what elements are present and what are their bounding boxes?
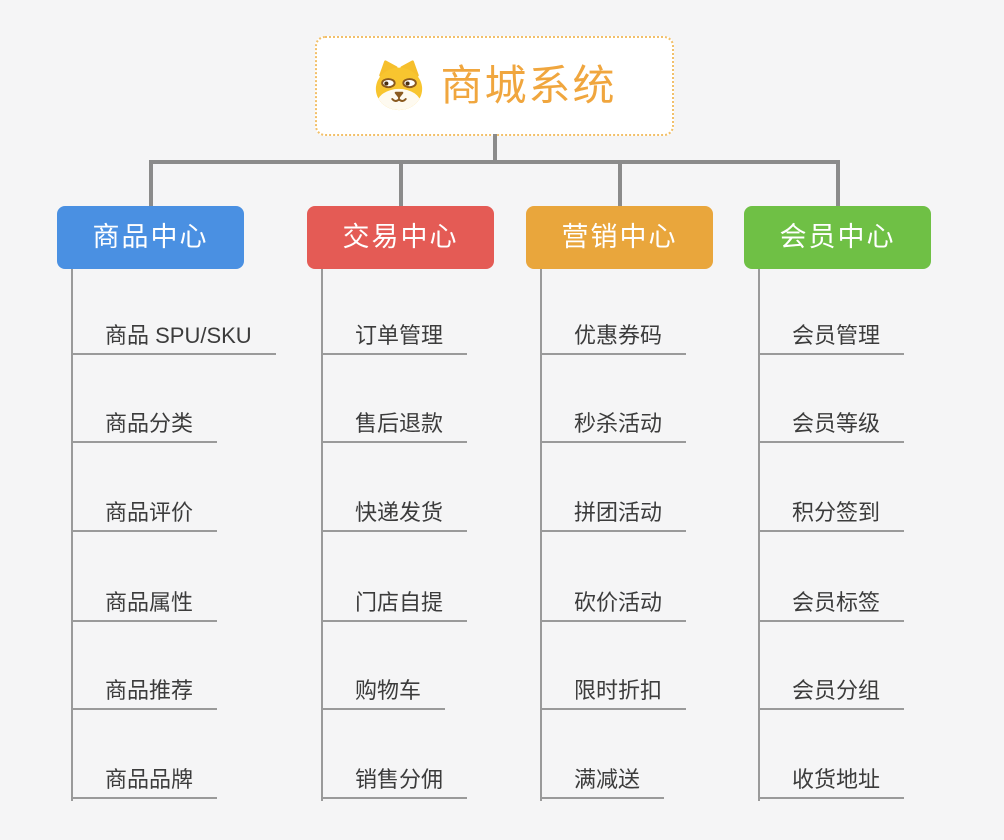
leaf-label: 快递发货 [355, 499, 444, 525]
leaf-label: 满减送 [574, 766, 641, 792]
branch-node[interactable]: 商品中心 [57, 206, 244, 269]
leaf-label: 限时折扣 [574, 677, 663, 703]
leaf-node[interactable]: 商品分类 [71, 401, 218, 443]
connector-branch-drop [617, 160, 622, 206]
leaf-node[interactable]: 会员等级 [758, 401, 905, 443]
connector-branch-spine [758, 269, 760, 801]
branch-node[interactable]: 营销中心 [526, 206, 713, 269]
leaf-label: 会员标签 [792, 589, 881, 615]
leaf-label: 售后退款 [355, 410, 444, 436]
leaf-node[interactable]: 售后退款 [321, 401, 468, 443]
leaf-label: 销售分佣 [355, 766, 444, 792]
leaf-node[interactable]: 满减送 [540, 757, 665, 799]
connector-horizontal-bus [150, 160, 839, 164]
leaf-label: 优惠券码 [574, 322, 663, 348]
leaf-node[interactable]: 商品 SPU/SKU [71, 313, 276, 355]
branch-node[interactable]: 会员中心 [744, 206, 931, 269]
leaf-label: 收货地址 [792, 766, 881, 792]
leaf-node[interactable]: 拼团活动 [540, 490, 687, 532]
branch-label: 营销中心 [561, 222, 678, 252]
branch-label: 会员中心 [779, 222, 896, 252]
connector-branch-drop [148, 160, 153, 206]
leaf-label: 秒杀活动 [574, 410, 663, 436]
leaf-node[interactable]: 订单管理 [321, 313, 468, 355]
leaf-label: 商品属性 [105, 589, 194, 615]
leaf-node[interactable]: 砍价活动 [540, 580, 687, 622]
connector-root-drop [493, 134, 497, 164]
leaf-node[interactable]: 快递发货 [321, 490, 468, 532]
leaf-node[interactable]: 会员管理 [758, 313, 905, 355]
branch-label: 交易中心 [342, 222, 459, 252]
root-node[interactable]: 商城系统 [315, 36, 674, 136]
branch-label: 商品中心 [92, 222, 209, 252]
leaf-label: 商品分类 [105, 410, 194, 436]
leaf-label: 商品品牌 [105, 766, 194, 792]
leaf-label: 会员分组 [792, 677, 881, 703]
leaf-node[interactable]: 商品评价 [71, 490, 218, 532]
leaf-label: 商品推荐 [105, 677, 194, 703]
leaf-node[interactable]: 商品属性 [71, 580, 218, 622]
leaf-node[interactable]: 销售分佣 [321, 757, 468, 799]
root-title: 商城系统 [440, 62, 617, 109]
leaf-label: 门店自提 [355, 589, 444, 615]
leaf-node[interactable]: 门店自提 [321, 580, 468, 622]
connector-branch-drop [398, 160, 403, 206]
leaf-label: 订单管理 [355, 322, 444, 348]
connector-branch-spine [321, 269, 323, 801]
leaf-node[interactable]: 积分签到 [758, 490, 905, 532]
leaf-label: 商品评价 [105, 499, 194, 525]
connector-branch-drop [835, 160, 840, 206]
branch-node[interactable]: 交易中心 [307, 206, 494, 269]
connector-branch-spine [71, 269, 73, 801]
leaf-node[interactable]: 购物车 [321, 668, 446, 710]
leaf-node[interactable]: 秒杀活动 [540, 401, 687, 443]
connector-branch-spine [540, 269, 542, 801]
dog-face-icon [372, 59, 426, 113]
leaf-node[interactable]: 收货地址 [758, 757, 905, 799]
leaf-node[interactable]: 商品推荐 [71, 668, 218, 710]
leaf-label: 会员管理 [792, 322, 881, 348]
leaf-node[interactable]: 会员标签 [758, 580, 905, 622]
leaf-label: 商品 SPU/SKU [105, 322, 252, 348]
leaf-node[interactable]: 会员分组 [758, 668, 905, 710]
leaf-label: 购物车 [355, 677, 422, 703]
leaf-label: 砍价活动 [574, 589, 663, 615]
leaf-node[interactable]: 商品品牌 [71, 757, 218, 799]
leaf-node[interactable]: 限时折扣 [540, 668, 687, 710]
leaf-node[interactable]: 优惠券码 [540, 313, 687, 355]
leaf-label: 拼团活动 [574, 499, 663, 525]
leaf-label: 积分签到 [792, 499, 881, 525]
leaf-label: 会员等级 [792, 410, 881, 436]
